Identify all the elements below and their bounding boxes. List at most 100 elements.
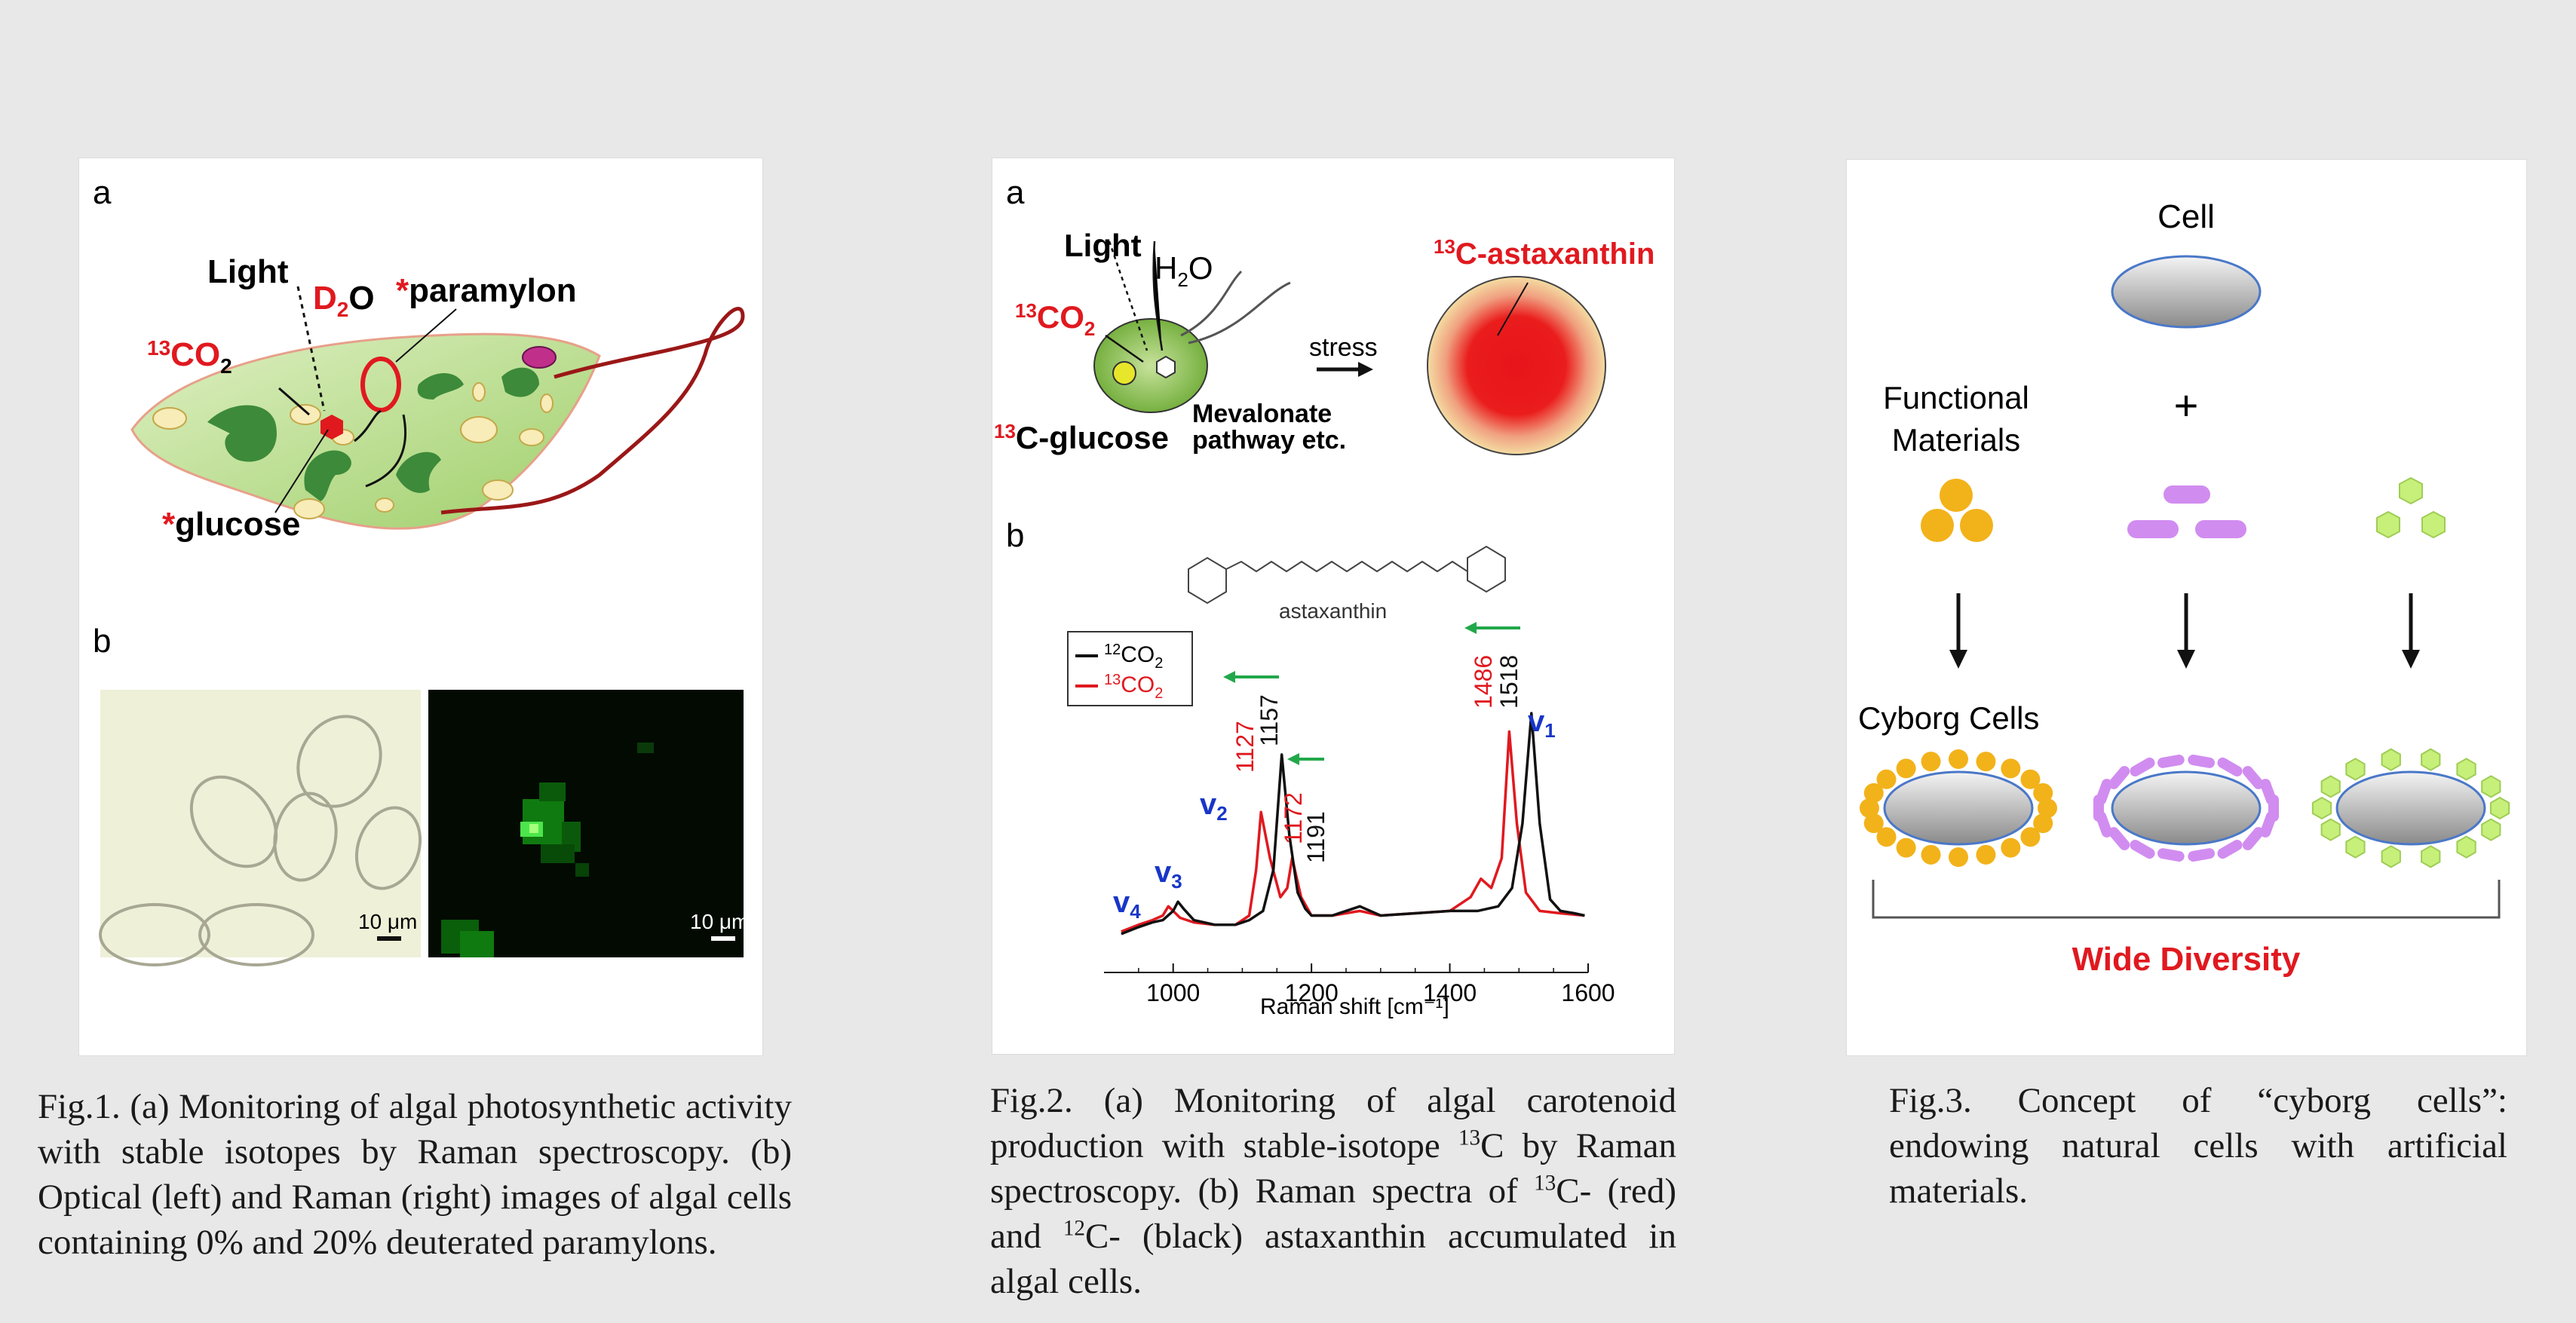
optical-image (99, 690, 422, 966)
cyborg-cell-dots (1860, 749, 2057, 867)
chloroplast (501, 367, 539, 397)
coating-particle (2001, 838, 2021, 858)
fig3-materials-label: Materials (1892, 422, 2020, 458)
coating-particle (2188, 755, 2215, 768)
coating-particle (2242, 827, 2264, 850)
fig2-mevalonate-label: Mevalonate (1192, 400, 1332, 428)
coating-particle (2033, 813, 2053, 834)
coating-particle (2108, 766, 2130, 789)
coating-particle (1949, 749, 1968, 769)
coating-particle (2320, 775, 2341, 798)
co2-arrow (1105, 334, 1144, 363)
astaxanthin-molecule (1188, 545, 1506, 605)
fig2-light-label: Light (1064, 228, 1142, 263)
coating-particle (1863, 782, 1884, 803)
astaxanthin-pointer (1497, 282, 1529, 336)
fig1-label-a: a (93, 174, 112, 211)
figure-3-graphic: Cell Functional Materials + (1858, 198, 2510, 978)
peak-1486: 1486 (1470, 655, 1497, 709)
fig1-scale-left: 10 μm (358, 910, 417, 933)
x-tick-label: 1600 (1561, 979, 1615, 1006)
coating-particle (2217, 757, 2243, 776)
material-pills (2127, 485, 2246, 538)
figure-1-graphic: a (93, 174, 749, 966)
coating-particle (1896, 838, 1916, 858)
fig2-co2-label: 13CO2 (1015, 299, 1095, 340)
fig2-glucose-label: 13C-glucose (994, 420, 1169, 455)
coating-particle (1921, 752, 1941, 772)
band-v2: v2 (1200, 788, 1228, 825)
fig2-pathway-label: pathway etc. (1192, 426, 1346, 455)
coating-particle (2096, 779, 2112, 805)
conversion-arrow (354, 409, 382, 443)
coating-particle (2188, 848, 2215, 862)
coating-particle (2345, 835, 2366, 859)
coating-particle (2481, 818, 2501, 841)
chloroplast (207, 405, 277, 462)
flagellum-1 (1180, 270, 1243, 337)
coating-particle (1860, 798, 1879, 818)
algal-cell-small (1093, 318, 1208, 413)
spectrum-xlabel: Raman shift [cm⁻¹] (1260, 994, 1449, 1019)
raman-image (428, 690, 744, 957)
cyborg-cell-hexagons (2311, 748, 2510, 868)
coating-particle (1976, 844, 1996, 865)
coating-particle (2481, 775, 2501, 798)
paramylon-marker (360, 357, 401, 412)
coating-particle (2020, 769, 2041, 789)
coating-particle (2001, 758, 2021, 779)
spectrum-legend (1067, 631, 1193, 706)
fig3-functional-label: Functional (1883, 380, 2029, 415)
fig2-label-a: a (1006, 174, 1025, 211)
series-12co2 (1121, 712, 1585, 936)
coating-particle (1876, 827, 1897, 847)
peak-1172: 1172 (1280, 792, 1307, 844)
fig2-stress-label: stress (1309, 333, 1378, 362)
coating-particle (2038, 798, 2057, 818)
fig2-molecule-name: astaxanthin (1279, 599, 1387, 623)
x-tick-label: 1200 (1285, 979, 1339, 1006)
coating-particle (2381, 845, 2401, 868)
return-arrow (365, 414, 407, 488)
peak-1191: 1191 (1302, 811, 1329, 863)
coating-particle (2260, 779, 2277, 805)
band-v3: v3 (1155, 856, 1182, 893)
coating-particle (1863, 813, 1884, 834)
coating-particle (1976, 752, 1996, 772)
coating-particle (2421, 748, 2441, 771)
coating-particle (2456, 758, 2476, 781)
x-tick-label: 1400 (1423, 979, 1477, 1006)
material-dots (1921, 479, 1993, 542)
coating-particle (1921, 844, 1941, 865)
fig1-label-b: b (93, 623, 111, 660)
coating-particle (2157, 755, 2185, 768)
coating-particle (2320, 818, 2341, 841)
fig3-cyborg-label: Cyborg Cells (1858, 700, 2039, 736)
paramylon-pointer (395, 308, 457, 363)
fig2-label-b: b (1006, 517, 1024, 554)
peak-1127: 1127 (1231, 721, 1259, 773)
chloroplast (417, 373, 464, 400)
legend-13co2: 13CO2 (1104, 672, 1163, 702)
figure-2-caption: Fig.2. (a) Monitoring of algal carotenoi… (990, 1081, 1677, 1301)
coating-particle (2157, 848, 2185, 862)
figure-2-graphic: a Light H2O 13CO2 13C-glucose stress Mev… (994, 174, 1654, 1019)
legend-12co2: 12CO2 (1104, 642, 1163, 672)
paramylon-granules (152, 382, 554, 519)
coating-particle (2108, 827, 2130, 850)
light-arrow (296, 286, 326, 412)
fig3-cell-label: Cell (2157, 198, 2215, 235)
coating-particle (2130, 757, 2155, 776)
figure-1-panel: a (79, 158, 762, 1055)
fig3-diversity-label: Wide Diversity (2072, 941, 2301, 978)
fig2-astaxanthin-label: 13C-astaxanthin (1434, 235, 1654, 271)
band-v1: v1 (1528, 705, 1556, 742)
coating-particle (2217, 840, 2243, 859)
coating-particle (2345, 758, 2366, 781)
fig1-scale-right: 10 μm (690, 910, 749, 933)
glucose-pointer (274, 429, 329, 513)
eyespot (522, 346, 557, 369)
chloroplast-dot (1112, 361, 1136, 385)
coating-particle (2421, 845, 2441, 868)
